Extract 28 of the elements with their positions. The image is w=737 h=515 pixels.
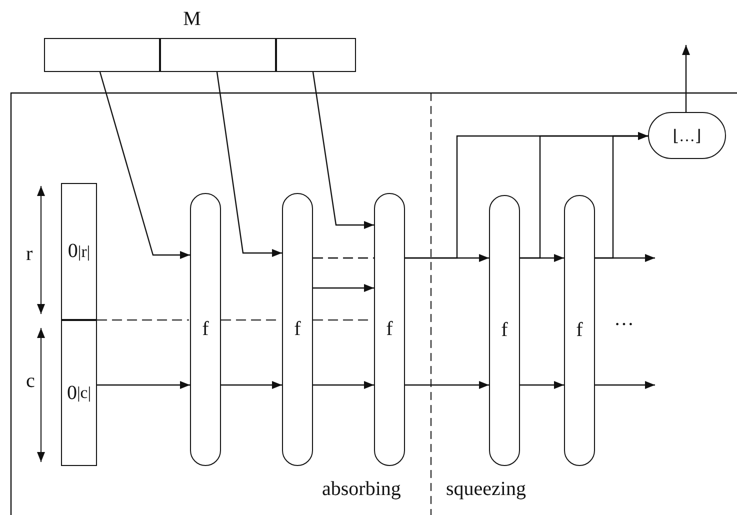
message-block bbox=[44, 38, 160, 72]
phase-label: squeezing bbox=[446, 478, 526, 501]
message-block bbox=[160, 38, 276, 72]
arrow bbox=[312, 72, 374, 229]
arrow bbox=[221, 381, 282, 389]
phase-label: absorbing bbox=[322, 478, 401, 501]
arrow bbox=[313, 381, 374, 389]
block-label: M bbox=[183, 8, 201, 31]
function-box: f bbox=[374, 193, 405, 466]
arrow bbox=[97, 381, 190, 389]
arrow bbox=[595, 132, 648, 259]
dimension-label: r bbox=[26, 243, 33, 266]
arrow bbox=[520, 381, 564, 389]
arrow bbox=[595, 381, 655, 389]
function-box: f bbox=[282, 193, 313, 466]
connector-line bbox=[313, 257, 374, 259]
arrow bbox=[216, 72, 282, 257]
truncate-box: ⌊…⌋ bbox=[648, 112, 726, 159]
function-box: f bbox=[489, 195, 520, 466]
arrow bbox=[99, 72, 190, 259]
function-box: f bbox=[190, 193, 221, 466]
arrow bbox=[405, 381, 489, 389]
arrow bbox=[682, 45, 690, 112]
message-block bbox=[276, 38, 356, 72]
arrow bbox=[313, 284, 374, 292]
dimension-label: c bbox=[26, 370, 35, 393]
function-box: f bbox=[564, 195, 595, 466]
ellipsis-label: … bbox=[614, 308, 634, 331]
